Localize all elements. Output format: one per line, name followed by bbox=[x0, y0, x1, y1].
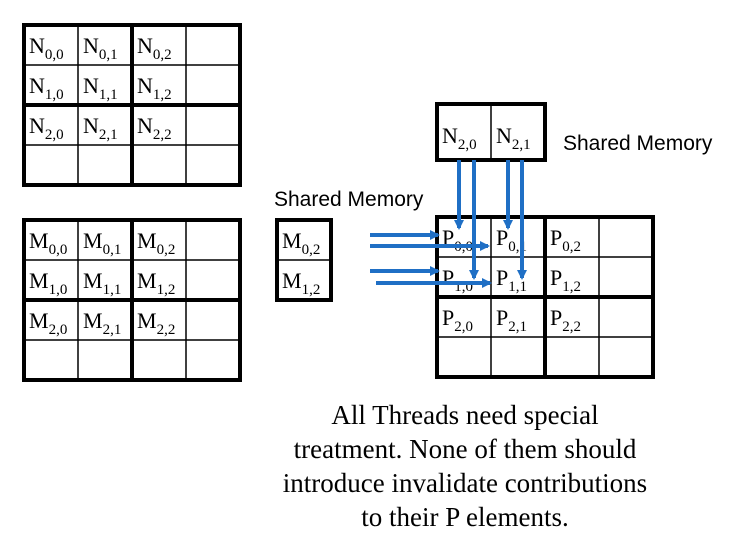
cell-p-1-0: P1,0 bbox=[442, 265, 473, 295]
cell-n-0-2: N0,2 bbox=[137, 33, 172, 63]
cell-shared_m-1-0: M1,2 bbox=[282, 268, 320, 298]
p-border bbox=[435, 215, 655, 379]
cell-p-0-2: P0,2 bbox=[550, 225, 581, 255]
cell-n-0-1: N0,1 bbox=[83, 33, 118, 63]
shared-memory-label-m: Shared Memory bbox=[274, 188, 424, 211]
caption-line-1: All Threads need special bbox=[331, 400, 599, 430]
cell-m-2-1: M2,1 bbox=[83, 308, 121, 338]
cell-n-0-0: N0,0 bbox=[29, 33, 64, 63]
caption-line-2: treatment. None of them should bbox=[293, 434, 637, 464]
cell-m-1-0: M1,0 bbox=[29, 268, 67, 298]
cell-p-2-2: P2,2 bbox=[550, 305, 581, 335]
cell-p-0-0: P0,0 bbox=[442, 225, 473, 255]
cell-m-2-2: M2,2 bbox=[137, 308, 175, 338]
cell-shared_m-0-0: M0,2 bbox=[282, 228, 320, 258]
cell-n-2-2: N2,2 bbox=[137, 113, 172, 143]
cell-shared_n-0-0: N2,0 bbox=[442, 123, 477, 153]
cell-m-2-0: M2,0 bbox=[29, 308, 67, 338]
shared-memory-n-tile: N2,0 N2,1 bbox=[435, 102, 547, 162]
cell-m-1-1: M1,1 bbox=[83, 268, 121, 298]
cell-p-1-1: P1,1 bbox=[496, 265, 527, 295]
shared-memory-m-tile: M0,2M1,2 bbox=[275, 218, 333, 302]
matrix-m: M0,0 M0,1 M0,2M1,0 M1,1 M1,2M2,0 M2,1 M2,2 bbox=[22, 218, 242, 382]
cell-p-2-0: P2,0 bbox=[442, 305, 473, 335]
cell-m-0-2: M0,2 bbox=[137, 228, 175, 258]
shared_n-border bbox=[435, 102, 547, 162]
cell-n-2-1: N2,1 bbox=[83, 113, 118, 143]
m-border bbox=[22, 218, 242, 382]
caption: All Threads need special treatment. None… bbox=[230, 398, 700, 534]
cell-n-1-1: N1,1 bbox=[83, 73, 118, 103]
cell-m-1-2: M1,2 bbox=[137, 268, 175, 298]
cell-m-0-0: M0,0 bbox=[29, 228, 67, 258]
data-flow-arrows bbox=[370, 160, 527, 288]
n-border bbox=[22, 23, 242, 187]
cell-p-1-2: P1,2 bbox=[550, 265, 581, 295]
cell-n-1-2: N1,2 bbox=[137, 73, 172, 103]
cell-m-0-1: M0,1 bbox=[83, 228, 121, 258]
shared_m-border bbox=[275, 218, 333, 302]
cell-shared_n-0-1: N2,1 bbox=[496, 123, 531, 153]
caption-line-3: introduce invalidate contributions bbox=[282, 468, 648, 498]
shared-memory-label-n: Shared Memory bbox=[563, 132, 713, 155]
matrix-n: N0,0 N0,1 N0,2N1,0 N1,1 N1,2N2,0 N2,1 N2,2 bbox=[22, 23, 242, 187]
cell-n-1-0: N1,0 bbox=[29, 73, 64, 103]
cell-p-2-1: P2,1 bbox=[496, 305, 527, 335]
caption-line-4: to their P elements. bbox=[361, 502, 569, 532]
cell-n-2-0: N2,0 bbox=[29, 113, 64, 143]
